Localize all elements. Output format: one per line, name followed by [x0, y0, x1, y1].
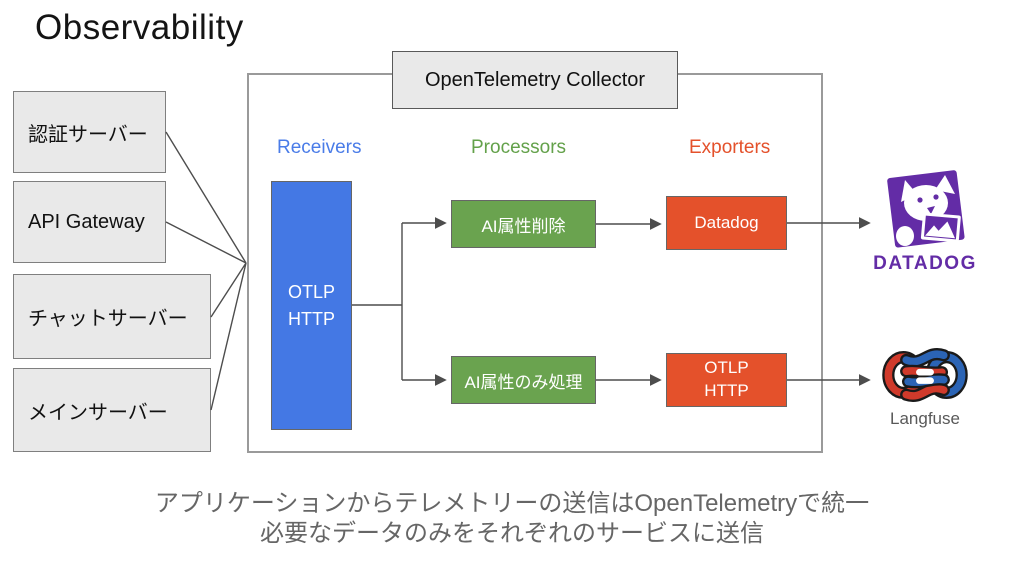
source-label: チャットサーバー — [28, 308, 188, 330]
fan-line-main — [210, 262, 247, 411]
receiver-node-otlp-http: OTLP HTTP — [271, 181, 352, 430]
caption-line-2: 必要なデータのみをそれぞれのサービスに送信 — [260, 520, 764, 547]
processor-node-ai-attr-delete: AI属性削除 — [451, 200, 596, 248]
fan-line-chat — [210, 262, 247, 318]
fan-line-gateway — [165, 221, 247, 264]
source-box-auth-server: 認証サーバー — [13, 91, 166, 173]
source-label: API Gateway — [28, 210, 145, 233]
collector-title-box: OpenTelemetry Collector — [392, 51, 678, 109]
langfuse-destination: Langfuse — [872, 343, 978, 429]
section-label-receivers: Receivers — [277, 137, 362, 158]
datadog-logo-icon — [887, 170, 965, 248]
section-label-exporters: Exporters — [689, 137, 771, 158]
datadog-wordmark: DATADOG — [873, 253, 977, 274]
source-box-main-server: メインサーバー — [13, 368, 211, 452]
langfuse-wordmark: Langfuse — [890, 409, 960, 428]
source-label: 認証サーバー — [28, 123, 148, 146]
langfuse-logo-icon — [882, 348, 968, 402]
source-box-api-gateway: API Gateway — [13, 181, 166, 263]
exporter-node-datadog: Datadog — [666, 196, 787, 250]
slide-caption: アプリケーションからテレメトリーの送信はOpenTelemetryで統一 必要な… — [0, 489, 1024, 549]
caption-line-1: アプリケーションからテレメトリーの送信はOpenTelemetryで統一 — [154, 490, 870, 517]
processor-node-ai-attr-only: AI属性のみ処理 — [451, 356, 596, 404]
datadog-destination: DATADOG — [860, 170, 990, 275]
fan-line-auth — [165, 131, 247, 264]
section-label-processors: Processors — [471, 137, 567, 158]
page-title: Observability — [35, 8, 244, 47]
exporter-node-otlp-http: OTLP HTTP — [666, 353, 787, 407]
source-label: メインサーバー — [28, 401, 168, 424]
source-box-chat-server: チャットサーバー — [13, 274, 211, 359]
